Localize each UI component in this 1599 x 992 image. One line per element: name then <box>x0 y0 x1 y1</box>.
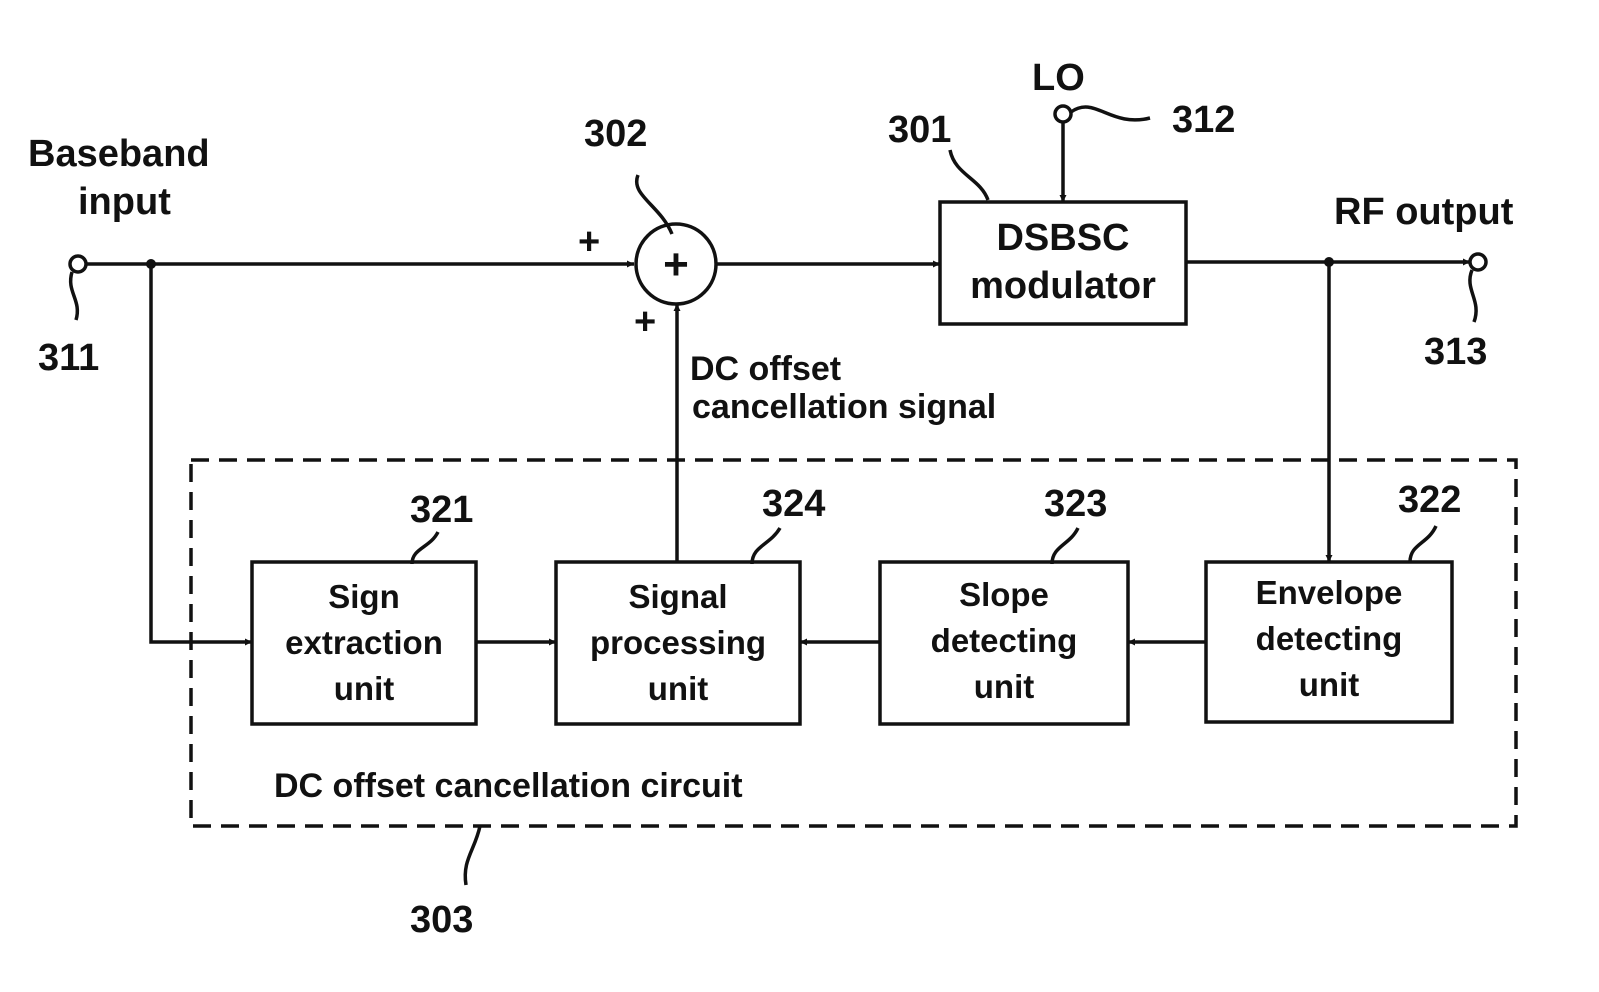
adder-leader <box>637 175 672 234</box>
signal-processing-line3: unit <box>648 670 708 707</box>
rf-output-label: RF output <box>1334 191 1514 233</box>
circuit-ref: 303 <box>410 899 473 941</box>
adder-sign-bottom: + <box>634 301 656 343</box>
envelope-detecting-leader <box>1410 526 1436 562</box>
signal-processing-line1: Signal <box>628 578 727 615</box>
envelope-detecting-line3: unit <box>1299 666 1359 703</box>
baseband-input-leader <box>71 272 78 320</box>
envelope-detecting-line2: detecting <box>1256 620 1403 657</box>
rf-output-ref: 313 <box>1424 331 1487 373</box>
rf-output-leader <box>1470 270 1476 322</box>
baseband-input-label-line1: Baseband <box>28 133 210 175</box>
feedback-signal-line1: DC offset <box>690 350 841 388</box>
dsbsc-modulator-line1: DSBSC <box>996 217 1129 259</box>
slope-detecting-line1: Slope <box>959 576 1049 613</box>
slope-detecting-line3: unit <box>974 668 1034 705</box>
rf-output-terminal <box>1470 254 1486 270</box>
envelope-detecting-line1: Envelope <box>1256 574 1403 611</box>
slope-detecting-line2: detecting <box>931 622 1078 659</box>
feedback-signal-line2: cancellation signal <box>692 388 996 426</box>
lo-label: LO <box>1032 57 1085 99</box>
sign-extraction-leader <box>412 532 438 564</box>
slope-detecting-ref: 323 <box>1044 483 1107 525</box>
signal-processing-line2: processing <box>590 624 766 661</box>
slope-detecting-leader <box>1052 528 1078 564</box>
baseband-input-ref: 311 <box>38 337 99 379</box>
sign-extraction-line1: Sign <box>328 578 400 615</box>
dsbsc-modulator-line2: modulator <box>970 265 1156 307</box>
circuit-leader <box>465 826 480 885</box>
adder-symbol: + <box>663 240 689 289</box>
lo-terminal <box>1055 106 1071 122</box>
baseband-input-terminal <box>70 256 86 272</box>
dc-offset-cancellation-circuit-label: DC offset cancellation circuit <box>274 767 743 805</box>
adder-sign-top: + <box>578 221 600 263</box>
signal-processing-leader <box>752 528 780 564</box>
wire-input-to-sign-extraction <box>151 264 252 642</box>
baseband-input-label-line2: input <box>78 181 171 223</box>
lo-ref: 312 <box>1172 99 1235 141</box>
adder-ref: 302 <box>584 113 647 155</box>
envelope-detecting-ref: 322 <box>1398 479 1461 521</box>
sign-extraction-line2: extraction <box>285 624 443 661</box>
lo-leader <box>1071 107 1150 120</box>
dsbsc-modulator-ref: 301 <box>888 109 951 151</box>
signal-processing-ref: 324 <box>762 483 825 525</box>
dsbsc-modulator-leader <box>950 150 988 200</box>
sign-extraction-ref: 321 <box>410 489 473 531</box>
sign-extraction-line3: unit <box>334 670 394 707</box>
